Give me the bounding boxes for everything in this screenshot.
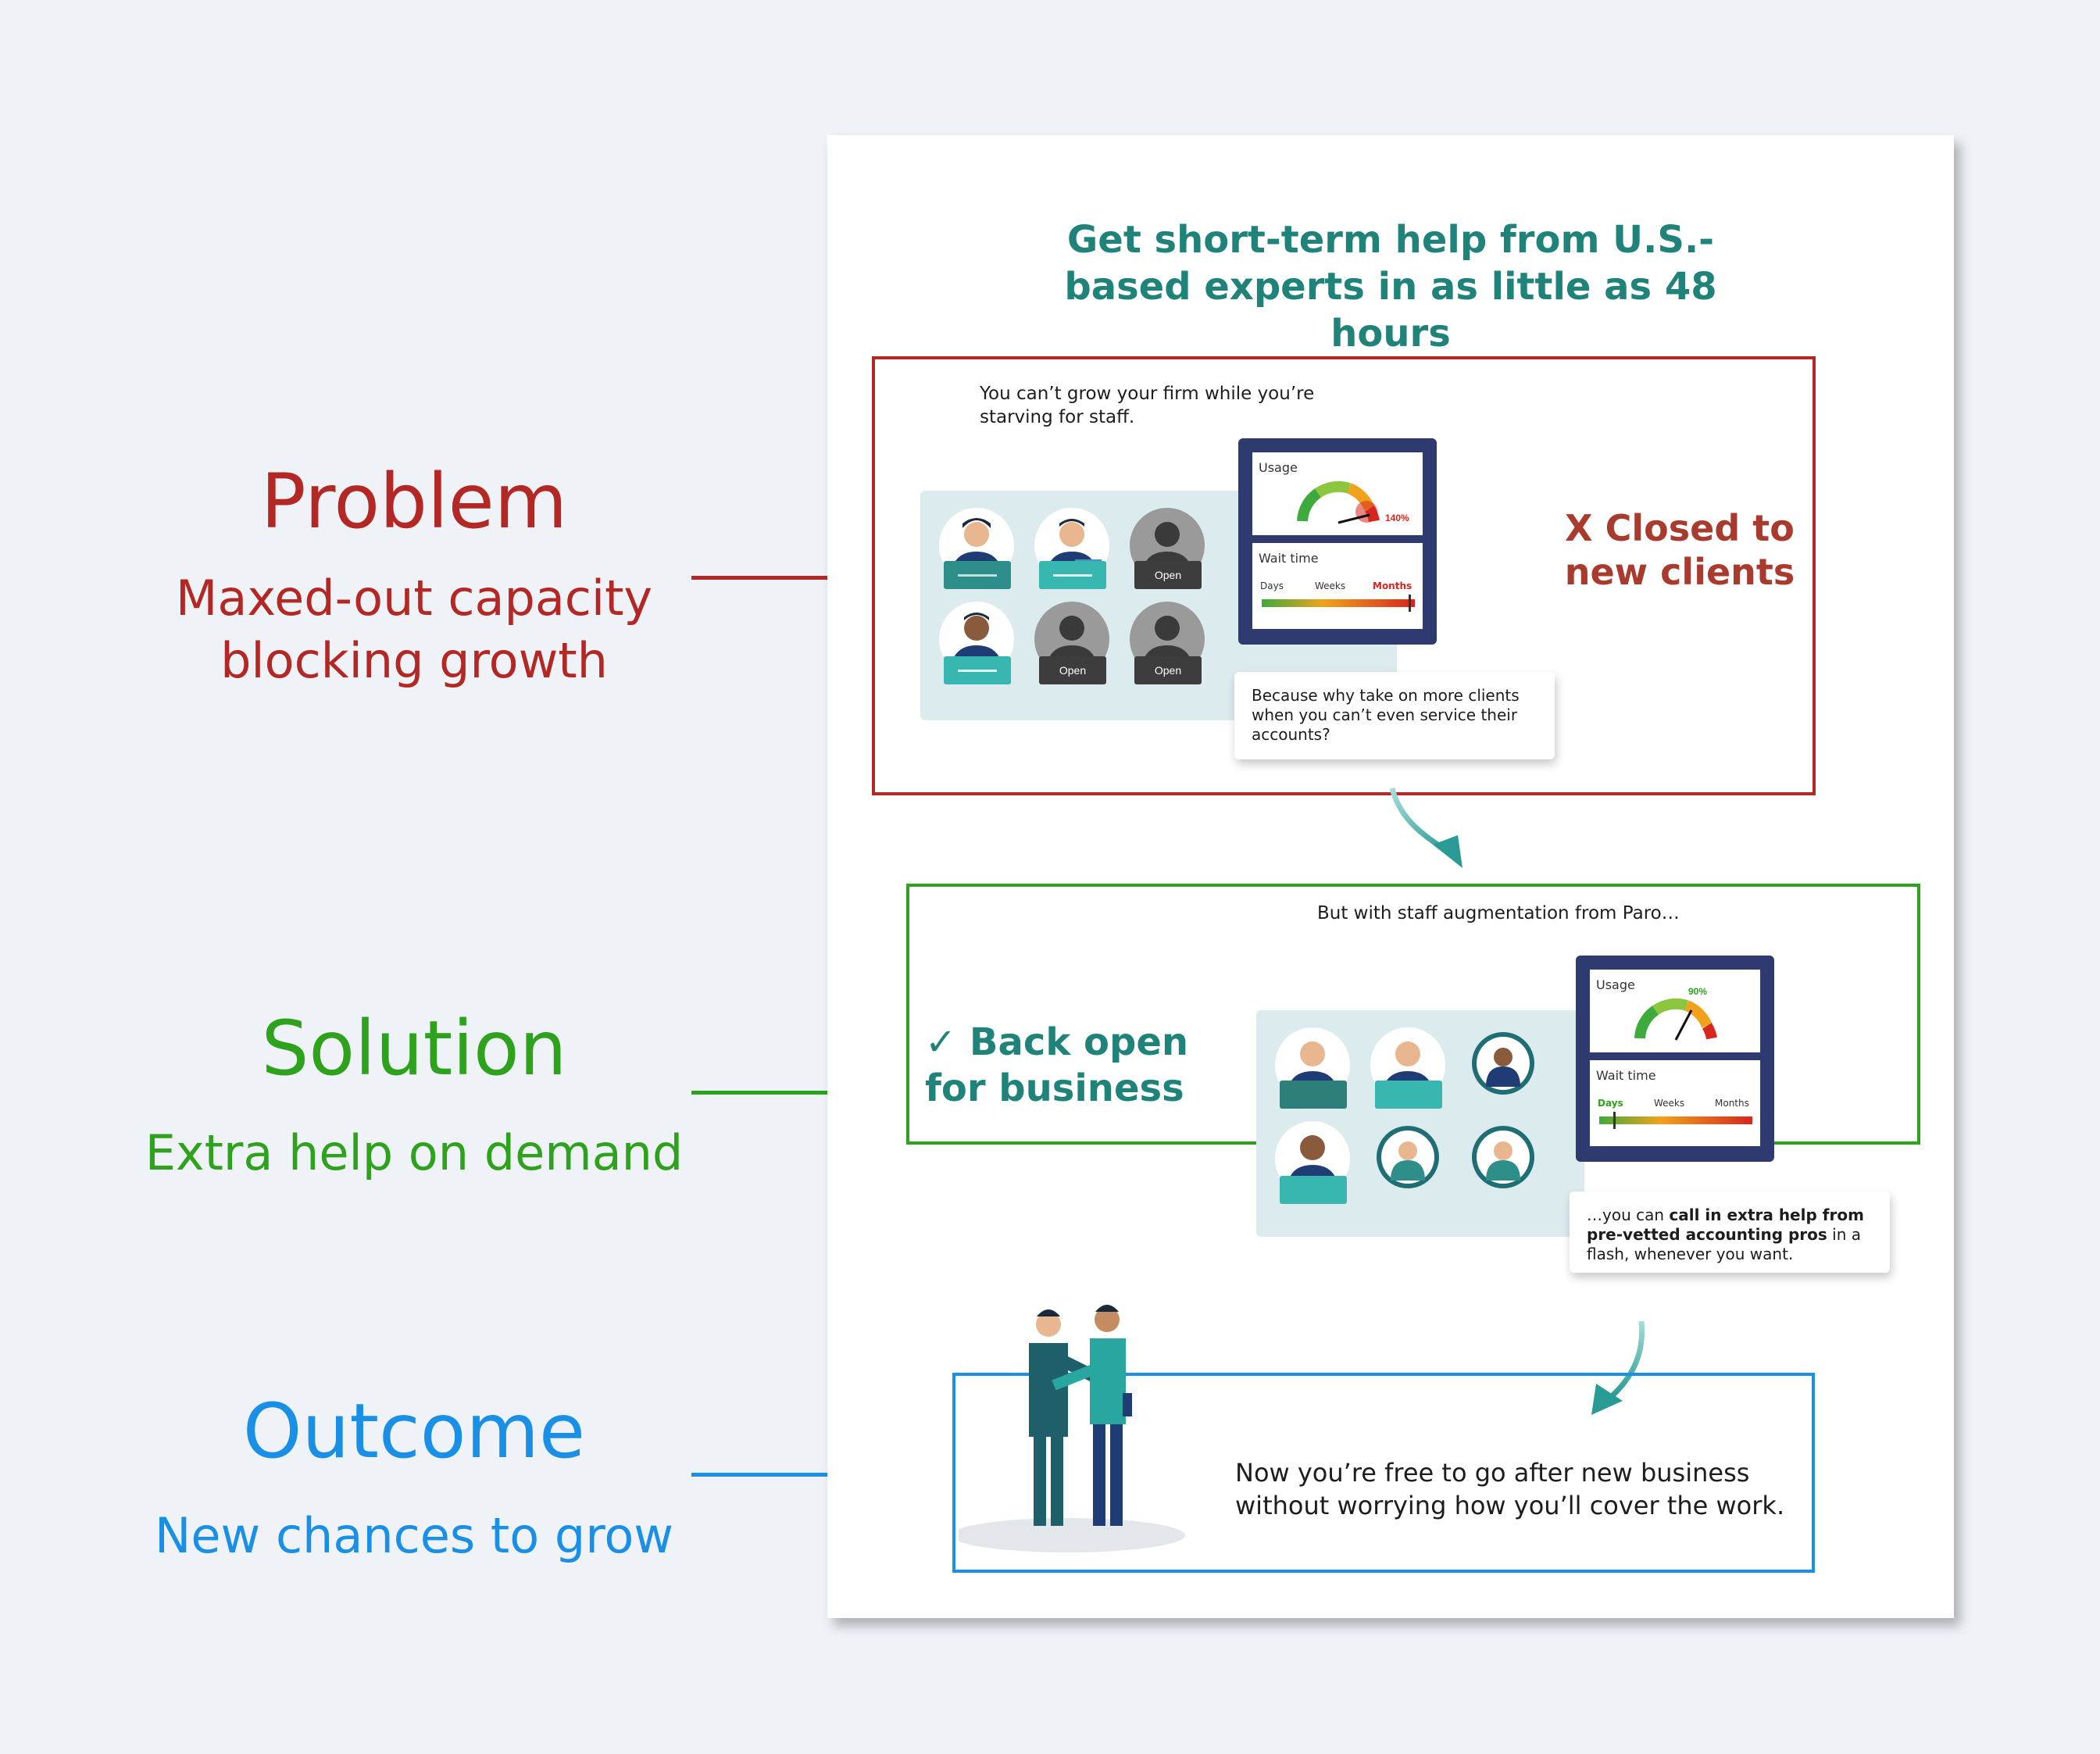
- wait-time-bar: [1599, 1116, 1752, 1124]
- svg-text:Open: Open: [1155, 569, 1181, 581]
- solution-note: But with staff augmentation from Paro…: [1317, 903, 1680, 923]
- outcome-title: Outcome: [242, 1388, 586, 1475]
- solution-connector: [691, 1091, 909, 1095]
- wait-time-marker: [1613, 1112, 1616, 1129]
- problem-card: Because why take on more clients when yo…: [1234, 672, 1555, 759]
- solution-label-group: Solution Extra help on demand: [78, 1005, 750, 1184]
- svg-text:90%: 90%: [1688, 986, 1707, 997]
- page-headline: Get short-term help from U.S.-based expe…: [1064, 218, 1717, 355]
- outcome-text: Now you’re free to go after new business…: [1235, 1458, 1785, 1520]
- solution-status: ✓ Back open for business: [925, 1020, 1189, 1110]
- problem-dashboard: Usage 140% Wait time Days Weeks Months: [1238, 438, 1437, 645]
- handshake-illustration: [959, 1305, 1185, 1552]
- solution-box: But with staff augmentation from Paro… ✓…: [906, 884, 1920, 1273]
- problem-status: X Closed to new clients: [1564, 507, 1795, 594]
- wait-time-panel: Wait time Days Weeks Months: [1252, 543, 1423, 629]
- outcome-connector: [691, 1473, 954, 1477]
- solution-dashboard: Usage 90% Wait time Days Weeks Months: [1576, 956, 1774, 1162]
- document-page: Get short-term help from U.S.-based expe…: [827, 135, 1954, 1618]
- solution-title: Solution: [261, 1005, 567, 1092]
- problem-note: You can’t grow your firm while you’re st…: [980, 384, 1315, 427]
- problem-title: Problem: [260, 458, 568, 545]
- solution-office-illustration: [1256, 1010, 1584, 1237]
- wait-time-marker: [1409, 595, 1411, 612]
- outcome-label-group: Outcome New chances to grow: [78, 1388, 750, 1567]
- arrow-down-icon: [1591, 1320, 1645, 1415]
- svg-text:140%: 140%: [1385, 513, 1409, 523]
- svg-text:Open: Open: [1155, 664, 1181, 677]
- wait-time-panel: Wait time Days Weeks Months: [1590, 1060, 1760, 1146]
- solution-card: …you can call in extra help from pre-vet…: [1570, 1191, 1890, 1273]
- problem-box: You can’t grow your firm while you’re st…: [872, 356, 1816, 795]
- arrow-down-icon: [1389, 788, 1462, 868]
- usage-gauge: 90%: [1634, 986, 1717, 1041]
- outcome-subtitle: New chances to grow: [155, 1506, 673, 1564]
- problem-subtitle: Maxed-out capacity blocking growth: [175, 569, 653, 690]
- usage-gauge: 140%: [1297, 480, 1409, 524]
- outcome-box: Now you’re free to go after new business…: [952, 1373, 1815, 1573]
- solution-subtitle: Extra help on demand: [145, 1123, 684, 1181]
- usage-panel: Usage 90%: [1590, 970, 1760, 1052]
- usage-panel: Usage 140%: [1252, 452, 1423, 535]
- svg-text:Open: Open: [1059, 664, 1086, 677]
- wait-time-bar: [1262, 599, 1415, 607]
- problem-connector: [691, 576, 876, 580]
- problem-label-group: Problem Maxed-out capacity blocking grow…: [78, 458, 750, 693]
